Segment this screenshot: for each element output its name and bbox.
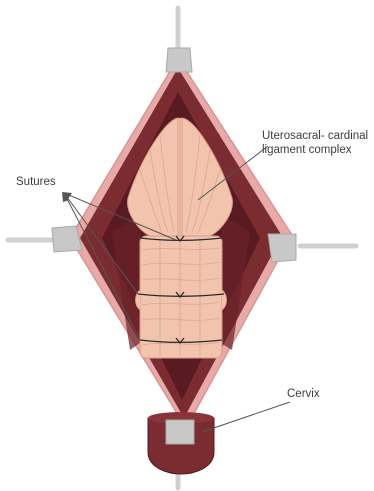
retractor-top [166,48,192,72]
cervix-label: Cervix [287,387,320,401]
retractor-bottom [166,420,194,444]
sutures-label: Sutures [16,175,56,189]
suture-arrowheads [62,192,72,202]
uterosacral-label-line1: Uterosacral- cardinal [262,129,368,143]
retractor-right [268,234,296,262]
uterosacral-label-line2: ligament complex [262,143,368,157]
plicated-tissue [136,236,227,358]
uterosacral-ligament-label: Uterosacral- cardinal ligament complex [262,129,368,157]
